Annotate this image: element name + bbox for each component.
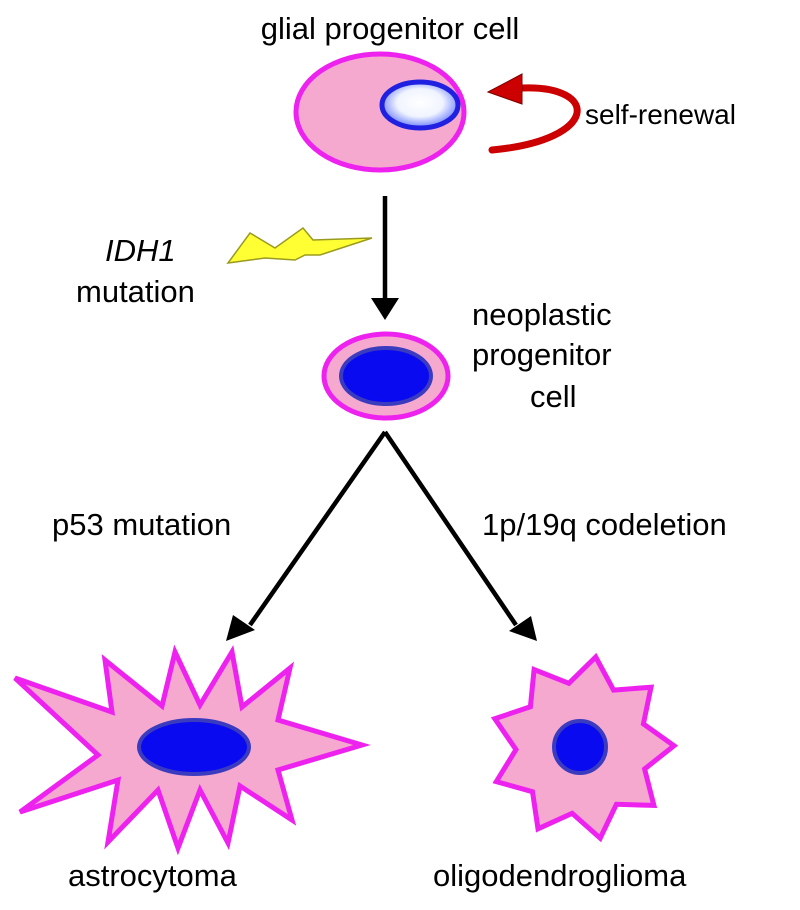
astrocytoma-cell [13,644,371,856]
self-renewal-arrow-icon [486,73,581,154]
arrow-to-astrocytoma-head [226,615,255,641]
arrow-to-astrocytoma [248,430,387,627]
p53-mutation-label: p53 mutation [52,507,232,542]
glial-progenitor-label: glial progenitor cell [260,11,520,46]
arrow-to-oligodendroglioma [383,430,518,627]
neoplastic-label-line1: neoplastic [472,297,612,332]
arrow-to-oligodendroglioma-head [509,616,537,641]
astrocytoma-label: astrocytoma [68,858,237,893]
self-renewal-label: self-renewal [585,99,736,130]
mutation-label: mutation [76,274,195,309]
astrocytoma-cell-nucleus [137,718,251,776]
oligodendroglioma-label: oligodendroglioma [433,858,687,893]
neoplastic-label-line2: progenitor [472,337,612,372]
neoplastic-cell-nucleus [339,346,433,406]
glial-cell-nucleus [379,79,461,131]
self-renewal-arrow-shaft [488,84,581,154]
idh1-label: IDH1 [105,233,176,268]
lightning-bolt-icon [226,226,373,264]
arrow-glial-to-neoplastic-head [371,298,399,320]
self-renewal-arrow-head [486,73,523,105]
neoplastic-label-line3: cell [530,379,577,414]
codeletion-label: 1p/19q codeletion [482,507,727,542]
oligodendroglioma-cell [490,652,679,843]
glial-progenitor-cell [293,51,467,173]
oligodendroglioma-cell-nucleus [552,719,608,775]
neoplastic-progenitor-cell [321,331,451,421]
